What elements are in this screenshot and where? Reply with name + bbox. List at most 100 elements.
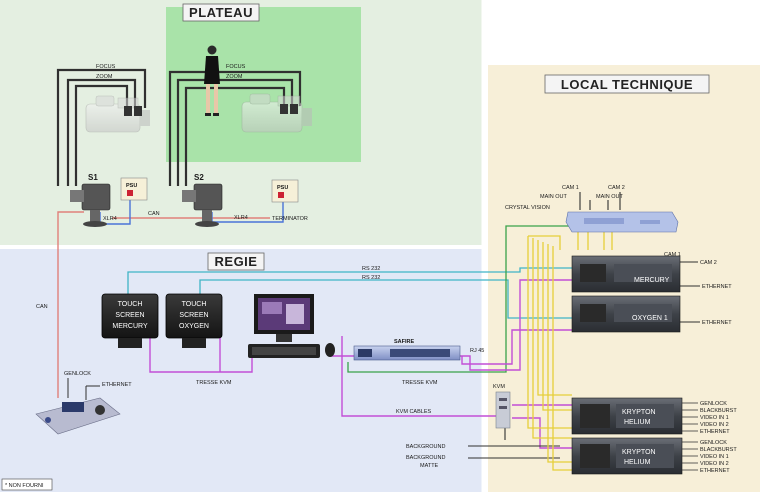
mouse (325, 343, 335, 357)
regie-title-box (207, 252, 265, 271)
rs232-label-2: RS 232 (362, 275, 380, 281)
touch-screen-mercury: TOUCH SCREEN MERCURY (101, 293, 159, 348)
sdi-bundle-f (552, 246, 572, 471)
focus-label-1: FOCUS (96, 64, 116, 70)
zone-regie (0, 249, 484, 492)
focus-zoom-motors-2 (280, 104, 298, 114)
rj45-label: RJ 45 (470, 348, 484, 354)
local-technique-title: LOCAL TECHNIQUE (561, 77, 693, 92)
zoom-label-2: ZOOM (226, 74, 243, 80)
green-cable (347, 225, 572, 373)
zone-plateau (0, 0, 484, 247)
background-matte-label-1: BACKGROUND (406, 455, 445, 461)
blackburst-label-k2: BLACKBURST (700, 447, 737, 453)
ethernet-label-oxygen: ETHERNET (702, 320, 732, 326)
plateau-title-box (182, 3, 260, 22)
s2-label: S2 (194, 173, 204, 182)
krypton-outputs-2: GENLOCK BLACKBURST VIDEO IN 1 VIDEO IN 2… (682, 440, 737, 474)
kvm-to-krypton2 (512, 417, 572, 449)
xlr4-label-2: XLR4 (234, 215, 248, 221)
oxygen1-label: OXYGEN 1 (632, 315, 668, 322)
zoom-cable-2 (176, 78, 294, 186)
terminator-label: TERMINATOR (272, 216, 308, 222)
joystick-controller (35, 397, 121, 435)
focus-zoom-motors-1 (124, 106, 142, 116)
can-label-regie: CAN (36, 304, 48, 310)
s2-pan-tilt-head (182, 183, 223, 227)
genlock-label-k1: GENLOCK (700, 401, 727, 407)
tresse-kvm-label-2: TRESSE KVM (402, 380, 438, 386)
rs232-label-1: RS 232 (362, 266, 380, 272)
greenscreen-area (166, 7, 361, 162)
kvm-label: KVM (493, 384, 505, 390)
background-matte-label-2: MATTE (420, 463, 439, 469)
pc-workstation (248, 294, 335, 358)
ethernet-label-mercury: ETHERNET (702, 284, 732, 290)
plateau-title: PLATEAU (189, 5, 253, 20)
zoom-cable-1 (74, 84, 129, 186)
plateau-equipment: FOCUS ZOOM FOCUS ZOOM (70, 45, 312, 227)
krypton-label-2: KRYPTON (622, 449, 656, 456)
ethernet-label-regie: ETHERNET (102, 382, 132, 388)
local-technique-title-box (544, 74, 710, 94)
touch-screen-mercury-line3: MERCURY (112, 323, 148, 330)
safire-unit (353, 345, 461, 361)
ethernet-label-k2: ETHERNET (700, 468, 730, 474)
sdi-bundle-b (532, 238, 572, 439)
video-in1-label-k2: VIDEO IN 1 (700, 454, 729, 460)
psu-1-label: PSU (126, 183, 137, 189)
xlr4-label-1: XLR4 (103, 216, 117, 222)
main-out-label-1: MAIN OUT (540, 194, 568, 200)
mercury-rack: MERCURY (571, 255, 681, 293)
ethernet-label-k1: ETHERNET (700, 429, 730, 435)
non-fourni-box (1, 478, 53, 491)
can-cable-down (57, 211, 84, 398)
video-in2-label-k2: VIDEO IN 2 (700, 461, 729, 467)
kvm-switch (495, 391, 511, 429)
crystal-vision-unit (565, 211, 679, 233)
focus-cable-1b (56, 68, 147, 186)
video-in2-label-k1: VIDEO IN 2 (700, 422, 729, 428)
tresse-kvm-label-1: TRESSE KVM (196, 380, 232, 386)
kvm-tresse-cable (149, 336, 253, 373)
helium-label-2: HELIUM (624, 459, 651, 466)
cam1-label-top: CAM 1 (562, 185, 579, 191)
rs232-cable-1 (127, 267, 572, 298)
sdi-top (528, 235, 561, 250)
oxygen-rack: OXYGEN 1 (571, 295, 681, 333)
background-label: BACKGROUND (406, 444, 445, 450)
sdi-bundle-e (547, 244, 572, 463)
cam2-label-top: CAM 2 (608, 185, 625, 191)
regie-background (0, 249, 484, 492)
s1-label: S1 (88, 173, 98, 182)
genlock-label-regie: GENLOCK (64, 371, 91, 377)
genlock-label-k2: GENLOCK (700, 440, 727, 446)
can-label-plateau: CAN (148, 211, 160, 217)
touch-screen-mercury-line1: TOUCH (118, 301, 143, 308)
krypton-label-1: KRYPTON (622, 409, 656, 416)
psu-2 (271, 179, 299, 203)
crystal-vision-label: CRYSTAL VISION (505, 205, 550, 211)
focus-cable-2 (168, 70, 302, 186)
regie-equipment: CAN TOUCH SCREEN MERCURY TOUCH SCREEN OX… (1, 266, 511, 491)
s1-pan-tilt-head (70, 183, 111, 227)
krypton-outputs-1: GENLOCK BLACKBURST VIDEO IN 1 VIDEO IN 2… (682, 401, 737, 435)
touch-screen-oxygen-line1: TOUCH (182, 301, 207, 308)
main-out-label-2: MAIN OUT (596, 194, 624, 200)
sdi-bundle-c (537, 240, 572, 396)
non-fourni-label: * NON FOURNI (5, 483, 44, 489)
krypton-helium-rack-2: KRYPTON HELIUM (571, 437, 683, 475)
presenter-figure (204, 45, 220, 116)
blackburst-label-k1: BLACKBURST (700, 408, 737, 414)
cam1-label-mercury: CAM 1 (664, 252, 681, 258)
sdi-bundle-a (527, 236, 572, 429)
sdi-bundle-d (542, 242, 572, 411)
kvm-link-oxygen (461, 329, 572, 365)
kvm-cables-line (341, 336, 498, 417)
focus-cable-1 (66, 78, 137, 186)
touch-screen-oxygen-line3: OXYGEN (179, 323, 209, 330)
psu-2-label: PSU (277, 185, 288, 191)
rs232-cable-2 (199, 279, 572, 319)
krypton-helium-rack-1: KRYPTON HELIUM (571, 397, 683, 435)
